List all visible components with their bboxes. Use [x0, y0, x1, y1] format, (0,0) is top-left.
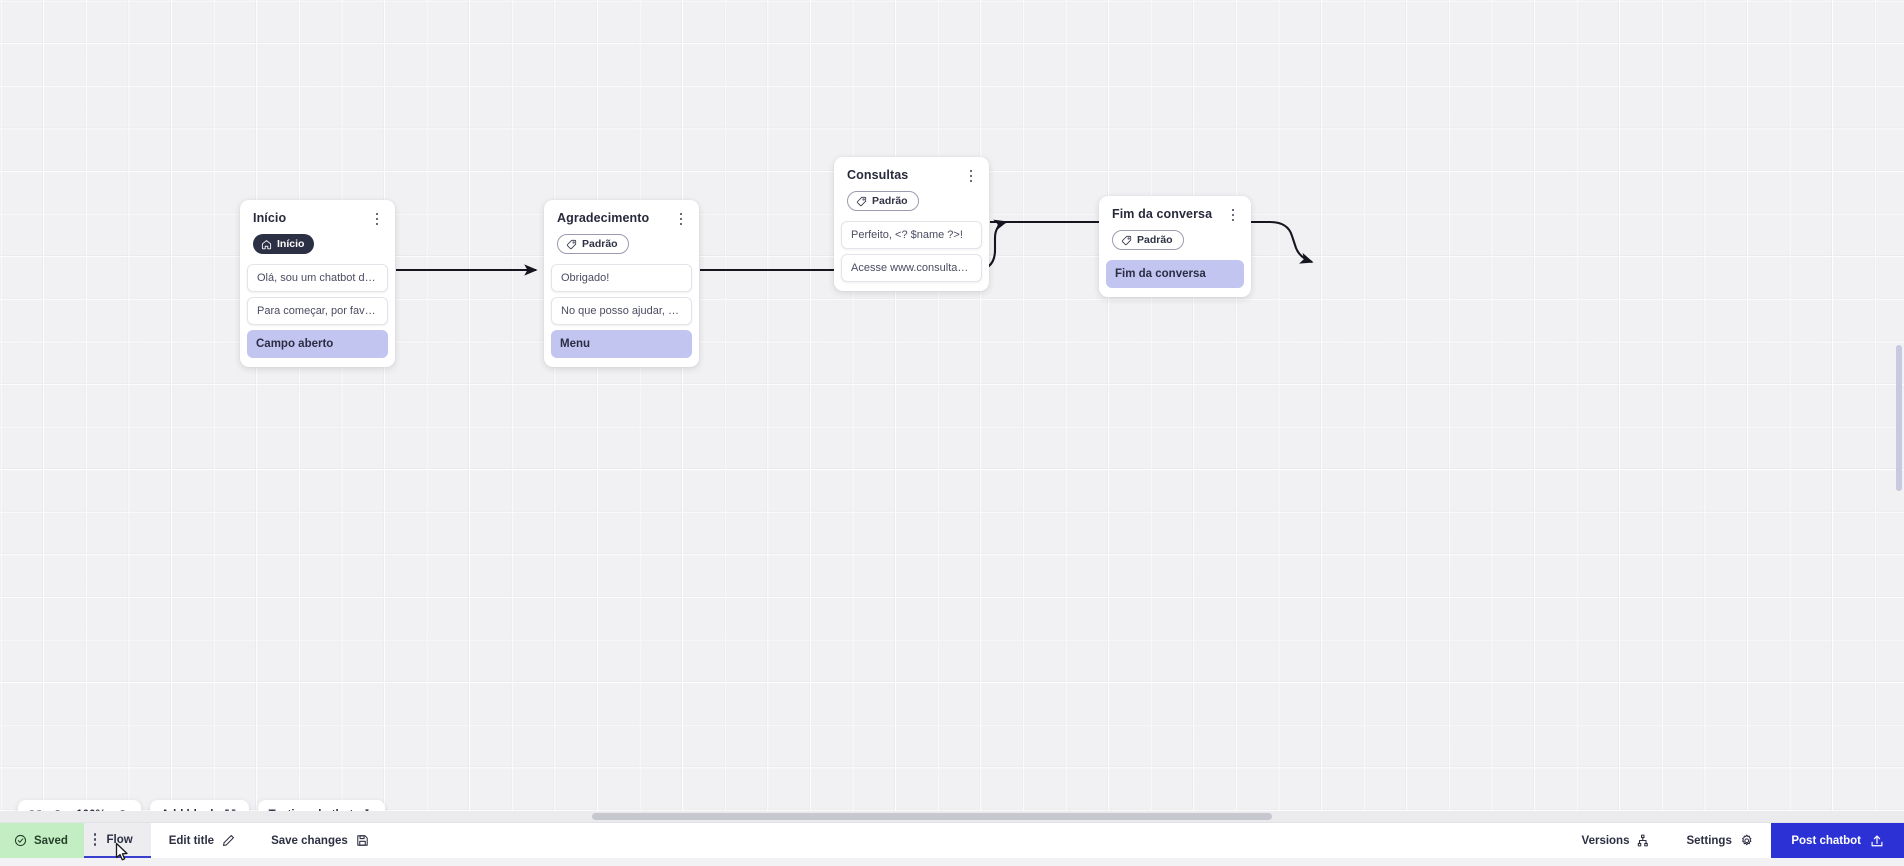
start-badge-label: Início [277, 238, 304, 250]
check-circle-icon [14, 834, 27, 847]
message-row[interactable]: Olá, sou um chatbot de teste! [247, 264, 388, 292]
save-changes-button[interactable]: Save changes [253, 823, 387, 858]
versions-button[interactable]: Versions [1564, 823, 1669, 858]
horizontal-scrollbar-thumb[interactable] [592, 813, 1272, 820]
node-menu-button[interactable] [1225, 206, 1241, 224]
node-menu-button[interactable] [369, 210, 385, 228]
vertical-scrollbar-thumb[interactable] [1896, 345, 1902, 491]
node-badge-row: Padrão [834, 183, 989, 221]
edit-title-button[interactable]: Edit title [151, 823, 253, 858]
vertical-scrollbar[interactable] [1893, 0, 1904, 811]
edit-title-label: Edit title [169, 835, 214, 847]
node-rows: Perfeito, <? $name ?>! Acesse www.consul… [834, 221, 989, 282]
node-rows: Olá, sou um chatbot de teste! Para começ… [240, 264, 395, 358]
message-row[interactable]: Para começar, por favor digite o ... [247, 297, 388, 325]
settings-button[interactable]: Settings [1668, 823, 1771, 858]
save-changes-label: Save changes [271, 835, 348, 847]
input-chip-row[interactable]: Fim da conversa [1106, 260, 1244, 288]
flow-node-fim-da-conversa[interactable]: Fim da conversa Padrão Fim da conversa [1099, 196, 1251, 297]
message-row[interactable]: Acesse www.consultas.com par... [841, 254, 982, 282]
bottom-bar: Saved Flow Edit title Save changes Versi… [0, 822, 1904, 858]
node-title: Início [253, 211, 383, 226]
start-badge[interactable]: Início [253, 234, 314, 254]
node-menu-button[interactable] [963, 167, 979, 185]
message-row[interactable]: Obrigado! [551, 264, 692, 292]
connector-edges [0, 0, 1904, 822]
upload-icon [1870, 834, 1884, 848]
horizontal-scrollbar[interactable] [0, 811, 1904, 822]
message-row[interactable]: Perfeito, <? $name ?>! [841, 221, 982, 249]
tag-icon [1121, 235, 1132, 246]
gear-icon [1740, 834, 1754, 848]
tag-icon [566, 239, 577, 250]
flow-canvas[interactable]: Início Início Olá, sou um chatbot de tes… [0, 0, 1904, 822]
node-header: Fim da conversa [1099, 196, 1251, 222]
branch-icon [1637, 834, 1650, 847]
default-badge[interactable]: Padrão [557, 234, 629, 254]
post-chatbot-button[interactable]: Post chatbot [1771, 823, 1904, 858]
versions-label: Versions [1582, 835, 1630, 847]
node-header: Início [240, 200, 395, 226]
node-badge-row: Padrão [1099, 222, 1251, 260]
default-badge-label: Padrão [582, 238, 618, 250]
default-badge[interactable]: Padrão [847, 191, 919, 211]
floppy-disk-icon [356, 834, 369, 847]
tab-flow[interactable]: Flow [84, 823, 151, 858]
home-icon [261, 239, 272, 250]
node-header: Consultas [834, 157, 989, 183]
input-chip-row[interactable]: Menu [551, 330, 692, 358]
node-title: Fim da conversa [1112, 207, 1239, 222]
pencil-icon [222, 834, 235, 847]
flow-node-inicio[interactable]: Início Início Olá, sou um chatbot de tes… [240, 200, 395, 367]
node-rows: Fim da conversa [1099, 260, 1251, 288]
node-rows: Obrigado! No que posso ajudar, <? $name … [544, 264, 699, 358]
node-badge-row: Início [240, 226, 395, 264]
flow-tab-kebab-icon[interactable] [94, 833, 97, 846]
node-menu-button[interactable] [673, 210, 689, 228]
node-title: Consultas [847, 168, 977, 183]
bottom-bar-spacer [387, 823, 1564, 858]
input-chip-row[interactable]: Campo aberto [247, 330, 388, 358]
saved-label: Saved [34, 835, 68, 847]
flow-node-agradecimento[interactable]: Agradecimento Padrão Obrigado! No que po… [544, 200, 699, 367]
status-badge-saved: Saved [0, 823, 84, 858]
default-badge-label: Padrão [1137, 234, 1173, 246]
flow-node-consultas[interactable]: Consultas Padrão Perfeito, <? $name ?>! … [834, 157, 989, 291]
tag-icon [856, 196, 867, 207]
default-badge-label: Padrão [872, 195, 908, 207]
node-title: Agradecimento [557, 211, 687, 226]
flow-tab-label: Flow [106, 834, 132, 846]
default-badge[interactable]: Padrão [1112, 230, 1184, 250]
settings-label: Settings [1686, 835, 1731, 847]
node-header: Agradecimento [544, 200, 699, 226]
post-chatbot-label: Post chatbot [1791, 835, 1861, 847]
node-badge-row: Padrão [544, 226, 699, 264]
message-row[interactable]: No que posso ajudar, <? $name ... [551, 297, 692, 325]
